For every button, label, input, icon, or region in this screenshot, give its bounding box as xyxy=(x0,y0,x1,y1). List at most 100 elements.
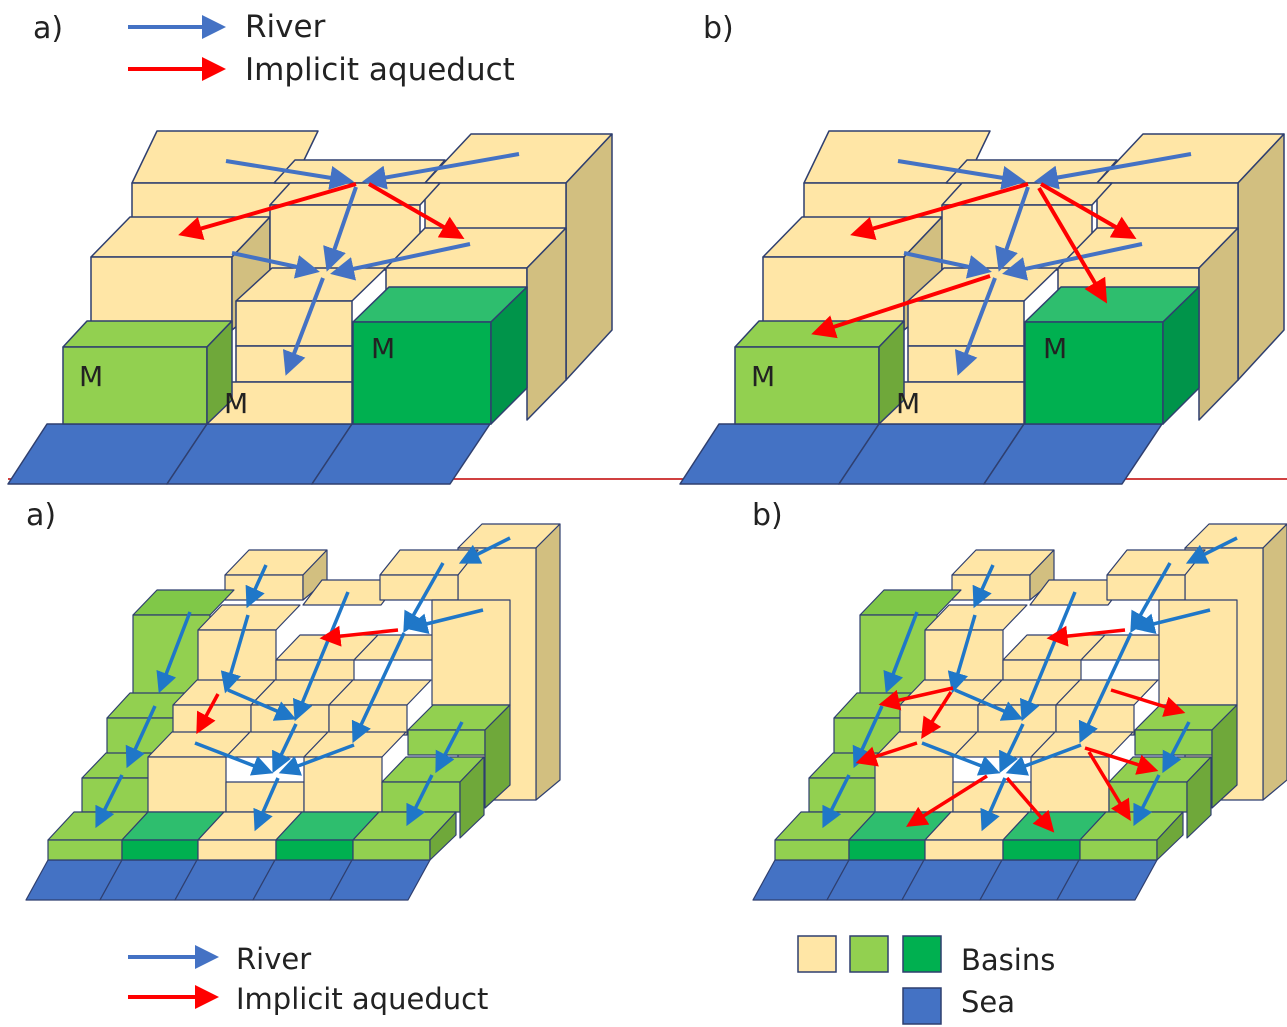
aqueduct-arrow xyxy=(1037,186,1108,304)
basin-box-front xyxy=(1002,839,1081,861)
river-arrow xyxy=(954,688,1024,721)
river-arrow xyxy=(999,723,1025,774)
river-arrow xyxy=(947,614,977,694)
river-arrow xyxy=(903,251,992,279)
river-arrow xyxy=(921,741,1001,776)
basin-box-front xyxy=(275,839,354,861)
legend-aqueduct-label: Implicit aqueduct xyxy=(245,52,515,88)
basin-box-front xyxy=(250,704,330,736)
basin-box-front xyxy=(235,300,353,347)
cell-marker: M xyxy=(896,387,920,420)
cell-marker: M xyxy=(224,387,248,420)
river-arrow xyxy=(227,688,297,721)
aqueduct-arrow xyxy=(368,182,465,239)
river-arrow xyxy=(323,186,358,272)
panel-label-top-a: a) xyxy=(33,11,63,46)
river-arrow xyxy=(954,277,997,376)
river-arrows xyxy=(225,152,520,376)
basin-box-front xyxy=(172,704,252,736)
river-arrow xyxy=(435,721,464,774)
aqueduct-arrow xyxy=(1087,751,1131,821)
river-arrow xyxy=(1078,632,1133,744)
basin-box-side xyxy=(535,523,561,801)
basin-box-top xyxy=(734,320,905,348)
basin-box-front xyxy=(379,574,459,601)
river-arrow xyxy=(95,774,124,829)
panel-label-top-b: b) xyxy=(703,11,734,46)
river-arrow xyxy=(1185,536,1238,564)
river-arrow xyxy=(272,723,298,774)
basin-box-front xyxy=(81,777,159,813)
basin-box-front xyxy=(224,574,304,601)
legend-river-label: River xyxy=(236,942,311,976)
basin-box-side xyxy=(484,704,511,809)
aqueduct-arrows xyxy=(855,625,1186,833)
river-arrow xyxy=(883,611,919,694)
cell-marker: M xyxy=(79,360,103,393)
basin-box-front xyxy=(90,256,233,331)
aqueduct-arrow xyxy=(196,693,220,735)
basin-box-front xyxy=(431,599,511,706)
basin-box-front xyxy=(303,756,383,813)
river-arrow xyxy=(972,564,995,609)
river-arrow xyxy=(406,608,484,635)
river-arrow xyxy=(220,614,250,694)
legend-aqueduct-label: Implicit aqueduct xyxy=(236,982,488,1016)
aqueduct-arrow xyxy=(855,741,918,767)
aqueduct-arrows xyxy=(178,182,465,241)
legend-swatch-sea xyxy=(902,987,942,1025)
legend-swatch-light-green xyxy=(849,935,889,973)
basin-box-front xyxy=(121,839,199,861)
river-arrow xyxy=(253,777,280,832)
basin-box-front xyxy=(147,756,227,813)
aqueduct-arrow xyxy=(1110,688,1186,717)
river-arrow xyxy=(194,741,274,776)
aqueduct-arrow xyxy=(178,182,357,241)
legend-bottom: River Implicit aqueduct xyxy=(128,942,488,1016)
legend-basins-sea: Basins Sea xyxy=(797,935,1055,1025)
river-arrow xyxy=(351,632,406,744)
basin-box-front xyxy=(47,839,123,861)
river-arrow xyxy=(330,242,471,281)
legend-swatch-dark-green xyxy=(902,935,942,973)
river-arrow xyxy=(245,564,268,609)
river-arrow xyxy=(995,186,1030,272)
cell-marker: M xyxy=(371,332,395,365)
basin-box-side xyxy=(1156,811,1184,861)
river-arrow xyxy=(362,152,520,190)
basin-box-front xyxy=(907,300,1025,347)
river-arrow xyxy=(822,774,851,829)
aqueduct-arrows xyxy=(811,182,1137,339)
river-arrow xyxy=(1162,721,1191,774)
basin-box-front xyxy=(1079,839,1158,861)
legend-top: River Implicit aqueduct xyxy=(128,9,515,88)
aqueduct-arrow xyxy=(319,625,399,647)
aqueduct-arrow xyxy=(850,182,1029,241)
aqueduct-arrow xyxy=(1040,182,1137,239)
river-arrows xyxy=(897,152,1192,376)
river-arrow xyxy=(292,591,350,722)
basin-box-front xyxy=(762,256,905,331)
basin-box-front xyxy=(352,839,431,861)
basin-box-side xyxy=(459,756,485,839)
legend-sea-label: Sea xyxy=(961,985,1015,1019)
river-arrow xyxy=(458,536,511,564)
river-arrows xyxy=(95,536,511,832)
cell-marker: M xyxy=(751,360,775,393)
basin-box-side xyxy=(1211,704,1238,809)
basin-box-front xyxy=(774,839,850,861)
river-arrow xyxy=(980,777,1007,832)
river-arrow xyxy=(225,159,354,190)
panel-label-bottom-a: a) xyxy=(26,498,56,533)
basin-box-front xyxy=(977,704,1057,736)
diagram-bottom-b xyxy=(752,523,1287,901)
basin-box-side xyxy=(206,320,233,425)
cell-marker: M xyxy=(1043,332,1067,365)
basin-box-top xyxy=(62,320,233,348)
diagram-top-a: M M M xyxy=(7,130,613,485)
aqueduct-arrow xyxy=(1005,776,1055,833)
aqueduct-arrow xyxy=(921,691,953,739)
river-arrow xyxy=(1133,608,1211,635)
aqueduct-arrow xyxy=(906,774,988,827)
aqueduct-arrow xyxy=(878,686,954,711)
